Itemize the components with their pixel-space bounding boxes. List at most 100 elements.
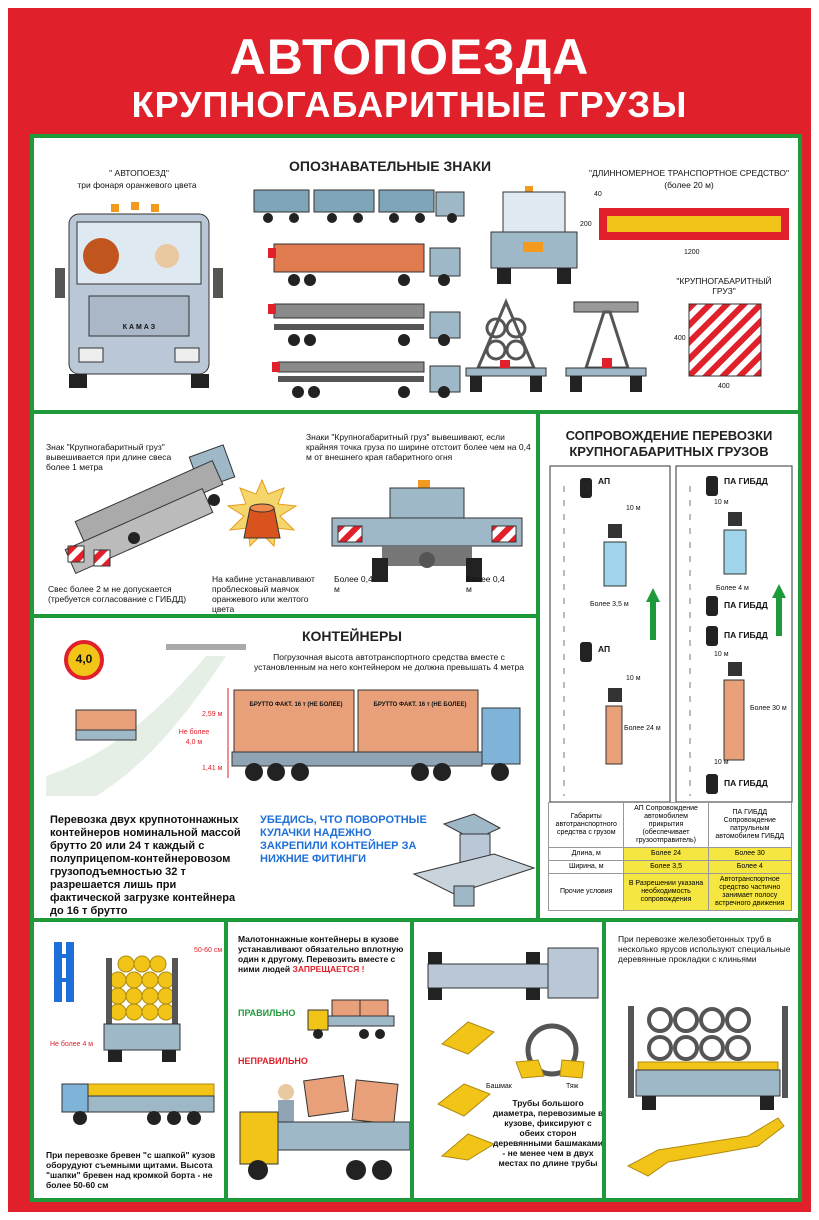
poster-title: АВТОПОЕЗДА [229, 29, 590, 85]
escort-more-24: Более 24 м [624, 725, 661, 732]
escort-gibdd-2: ПА ГИБДД [724, 600, 768, 610]
escort-diagram-right [675, 465, 793, 803]
kamaz-front-illustration [55, 202, 223, 388]
identification-heading: ОПОЗНАВАТЕЛЬНЫЕ ЗНАКИ [289, 158, 492, 174]
escort-more-4: Более 4 м [716, 585, 749, 592]
not-more-4m: Не более 4,0 м [178, 729, 210, 746]
overhang-limit-text: Свес более 2 м не допускается (требуется… [48, 584, 187, 604]
container-label-2: БРУТТО ФАКТ. 16 т (НЕ БОЛЕЕ) [373, 702, 467, 708]
containers-panel: КОНТЕЙНЕРЫ 4,0 Погрузочная высота автотр… [30, 614, 540, 922]
oversize-cargo-sign [688, 303, 762, 377]
truck-side-views [253, 189, 465, 398]
logs-text: При перевозке бревен "с шапкой" кузов об… [46, 1150, 216, 1190]
small-containers-text: Малотоннажные контейнеры в кузове устана… [238, 934, 410, 974]
width-sign-text: Знаки "Крупногабаритный груз" вывешивают… [306, 432, 531, 462]
dim-259: 2,59 м [202, 711, 223, 718]
beacon-text: На кабине устанавливают проблесковый мая… [212, 574, 315, 614]
twistlock-illustration [412, 813, 536, 907]
container-truck-illustration [227, 688, 521, 781]
small-containers-panel: Малотоннажные контейнеры в кузове устана… [224, 918, 414, 1202]
logs-truck-illustration [54, 942, 215, 1125]
escort-diagram-left [549, 465, 671, 803]
width-rear-truck [331, 480, 523, 582]
dim-1200: 1200 [684, 249, 700, 256]
small-text-main: Малотоннажные контейнеры в кузове устана… [238, 934, 404, 974]
label-wrong: НЕПРАВИЛЬНО [238, 1056, 308, 1066]
concrete-pipes-illustration [626, 1006, 788, 1177]
escort-table-cell: Более 30 [707, 847, 793, 861]
long-vehicle-desc: (более 20 м) [664, 180, 714, 190]
escort-table: Габариты автотранспортного средства с гр… [547, 802, 793, 911]
dim-400-vertical: 400 [674, 335, 686, 342]
small-text-forbidden: ЗАПРЕЩАЕТСЯ ! [292, 964, 365, 974]
dim-40: 40 [594, 191, 602, 198]
logs-not-more-4m: Не более 4 м [50, 1041, 94, 1048]
height-limit-value: 4,0 [75, 652, 93, 666]
escort-heading-line1: СОПРОВОЖДЕНИЕ ПЕРЕВОЗКИ [565, 428, 773, 443]
pipes-tyazh-label: Тяж [566, 1083, 579, 1090]
overhang-panel: Знак "Крупногабаритный груз" вывешиваетс… [30, 410, 540, 618]
long-vehicle-plate [599, 208, 789, 240]
logs-panel: 50-60 см Не более 4 м При перевозке брев… [30, 918, 228, 1202]
correct-truck-illustration [307, 999, 395, 1039]
width-dim-right: Более 0,4 м [466, 574, 505, 594]
escort-table-head: АП Сопровождение автомобилем прикрытия (… [623, 802, 709, 848]
pipe-carrier-rear-views [465, 298, 647, 392]
identification-signs-panel: ОПОЗНАВАТЕЛЬНЫЕ ЗНАКИ " АВТОПОЕЗД" три ф… [30, 134, 802, 414]
escort-10m-3: 10 м [714, 499, 729, 506]
dim-141: 1,41 м [202, 765, 223, 772]
escort-gibdd-3: ПА ГИБДД [724, 630, 768, 640]
truck-plate-text: К А М А З [122, 324, 156, 331]
wrong-truck-illustration [239, 1074, 410, 1180]
long-vehicle-label: "ДЛИННОМЕРНОЕ ТРАНСПОРТНОЕ СРЕДСТВО" [588, 168, 790, 178]
containers-heading: КОНТЕЙНЕРЫ [302, 628, 402, 644]
pipe-truck-illustration [64, 444, 236, 575]
pipes-text: Трубы большого диаметра, перевозимые в к… [492, 1098, 604, 1168]
container-label-1: БРУТТО ФАКТ. 16 т (НЕ БОЛЕЕ) [249, 702, 343, 708]
escort-panel: СОПРОВОЖДЕНИЕ ПЕРЕВОЗКИ КРУПНОГАБАРИТНЫХ… [536, 410, 802, 922]
escort-10m-5: 10 м [714, 759, 729, 766]
height-limit-sign [64, 640, 104, 680]
dim-200: 200 [580, 221, 592, 228]
escort-table-head: Габариты автотранспортного средства с гр… [547, 802, 625, 848]
escort-gibdd-4: ПА ГИБДД [724, 778, 768, 788]
escort-10m-2: 10 м [626, 675, 641, 682]
oversize-sign-label: "КРУПНОГАБАРИТНЫЙ ГРУЗ" [676, 276, 772, 296]
pipes-illustration [427, 947, 599, 1161]
escort-table-cell: Прочие условия [547, 873, 625, 911]
containers-warning: УБЕДИСЬ, ЧТО ПОВОРОТНЫЕ КУЛАЧКИ НАДЕЖНО … [260, 814, 427, 865]
escort-ap-2: АП [598, 644, 611, 654]
escort-table-cell: Автотранспортное средство частично заним… [707, 873, 793, 911]
pipes-bashmak-label: Башмак [486, 1083, 512, 1090]
escort-table-cell: В Разрешении указана необходимость сопро… [623, 873, 709, 911]
escort-table-cell: Более 4 [707, 860, 793, 874]
escort-gibdd-1: ПА ГИБДД [724, 476, 768, 486]
overhang-sign-text: Знак "Крупногабаритный груз" вывешиваетс… [46, 442, 172, 472]
beacon-illustration [226, 478, 298, 548]
logs-dim-5060: 50-60 см [194, 947, 223, 954]
bridge-road-illustration [46, 644, 246, 796]
label-correct: ПРАВИЛЬНО [238, 1008, 296, 1018]
escort-10m-1: 10 м [626, 505, 641, 512]
escort-more-30: Более 30 м [750, 705, 787, 712]
width-dim-left: Более 0,4 м [334, 574, 373, 594]
escort-heading-line2: КРУПНОГАБАРИТНЫХ ГРУЗОВ [569, 444, 769, 459]
escort-table-head: ПА ГИБДД Сопровождение патрульным автомо… [707, 802, 793, 848]
autopoezd-desc: три фонаря оранжевого цвета [77, 180, 197, 190]
escort-table-cell: Более 3,5 [623, 860, 709, 874]
poster-subtitle: КРУПНОГАБАРИТНЫЕ ГРУЗЫ [131, 84, 688, 125]
escort-10m-4: 10 м [714, 651, 729, 658]
escort-ap-1: АП [598, 476, 611, 486]
escort-table-cell: Более 24 [623, 847, 709, 861]
pipes-panel: Башмак Тяж Трубы большого диаметра, пере… [410, 918, 606, 1202]
escort-table-cell: Длина, м [547, 847, 625, 861]
containers-height-text: Погрузочная высота автотранспортного сре… [253, 652, 525, 672]
escort-table-cell: Ширина, м [547, 860, 625, 874]
autopoezd-label: " АВТОПОЕЗД" [109, 168, 169, 178]
truck-rear-view [490, 186, 578, 284]
poster-background: АВТОПОЕЗДА КРУПНОГАБАРИТНЫЕ ГРУЗЫ ОПОЗНА… [8, 8, 811, 1212]
dim-400-horizontal: 400 [718, 383, 730, 390]
concrete-pipes-text: При перевозке железобетонных труб в неск… [618, 934, 791, 964]
escort-more-35: Более 3,5 м [590, 601, 629, 608]
concrete-pipes-panel: При перевозке железобетонных труб в неск… [602, 918, 802, 1202]
